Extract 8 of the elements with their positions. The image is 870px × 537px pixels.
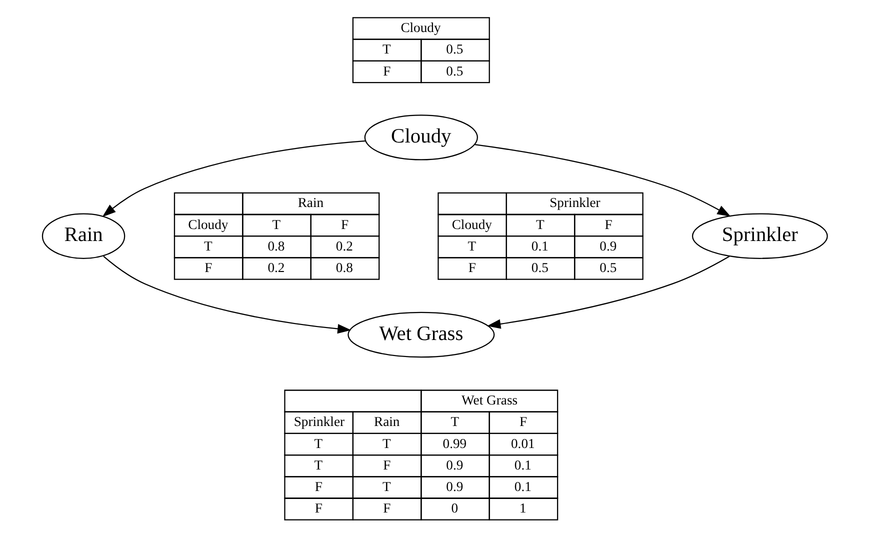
arrow xyxy=(474,144,731,217)
arrow xyxy=(102,140,366,217)
node-ellipse: Wet Grass xyxy=(348,312,495,358)
arrow xyxy=(487,256,730,329)
node-ellipse: Sprinkler xyxy=(692,213,828,259)
node-ellipse: Rain xyxy=(42,213,126,259)
node-ellipse: Cloudy xyxy=(364,114,478,160)
arrow xyxy=(103,256,352,334)
